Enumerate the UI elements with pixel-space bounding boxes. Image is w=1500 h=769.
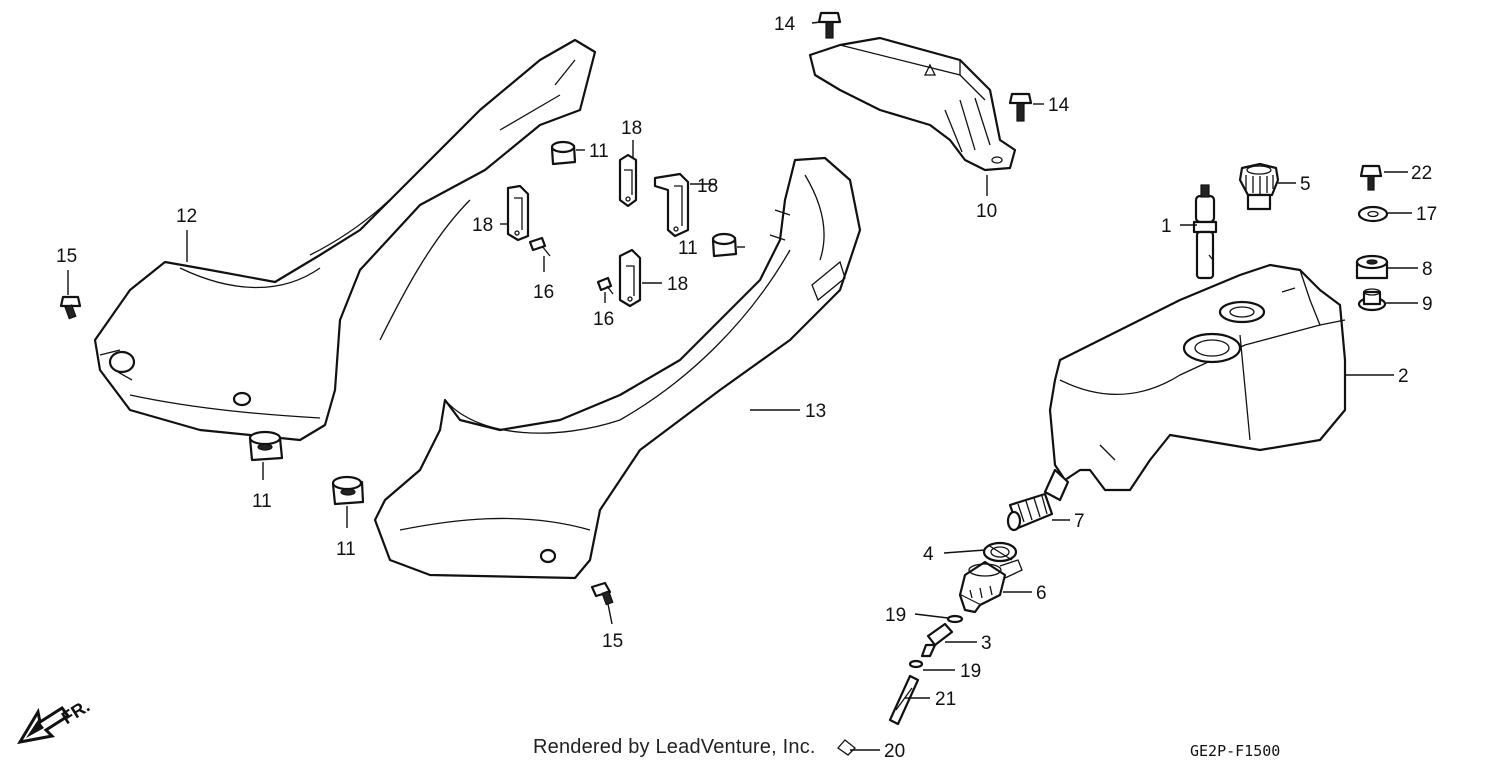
part-13-right-side-cover[interactable]	[373, 156, 862, 580]
part-18-clip-c[interactable]	[506, 184, 530, 242]
callout-12: 12	[176, 206, 197, 227]
part-10-bracket[interactable]	[808, 36, 1017, 172]
callout-18-c: 18	[472, 215, 493, 236]
callout-6: 6	[1036, 583, 1047, 604]
callout-8: 8	[1422, 259, 1433, 280]
part-11-grommet-d[interactable]	[331, 475, 365, 506]
leader-lines	[67, 21, 1418, 751]
part-11-grommet-c[interactable]	[248, 430, 284, 462]
rendered-by-credit: Rendered by LeadVenture, Inc.	[533, 736, 816, 758]
callout-20: 20	[884, 741, 905, 762]
part-8-grommet[interactable]	[1355, 254, 1389, 280]
callout-labels: 14 14 10 1 5 2 22 17 8 9 7 4 6 19 3 19 2…	[56, 14, 1437, 762]
callout-9: 9	[1422, 294, 1433, 315]
part-14-bolt-right[interactable]	[1008, 92, 1033, 122]
part-7-strainer[interactable]	[1006, 492, 1054, 532]
part-21-fuel-tube[interactable]	[888, 674, 920, 726]
callout-10: 10	[976, 201, 997, 222]
callout-4: 4	[923, 544, 934, 565]
part-20-clip[interactable]	[837, 739, 856, 756]
part-19-o-ring-upper[interactable]	[946, 614, 964, 624]
part-16-screw-b[interactable]	[596, 276, 614, 295]
callout-11-a: 11	[589, 141, 609, 162]
diagram-code: GE2P-F1500	[1190, 742, 1281, 760]
callout-2: 2	[1398, 366, 1409, 387]
part-18-clip-d[interactable]	[618, 248, 642, 308]
callout-14-top: 14	[774, 14, 796, 35]
callout-18-a: 18	[621, 118, 642, 139]
callout-11-c: 11	[252, 491, 272, 512]
part-4-packing[interactable]	[982, 541, 1018, 563]
callout-16-b: 16	[593, 309, 614, 330]
part-22-bolt[interactable]	[1359, 164, 1383, 191]
part-5-fuel-cap[interactable]	[1238, 162, 1280, 211]
part-18-clip-b[interactable]	[653, 172, 690, 238]
callout-15-bottom: 15	[602, 631, 623, 652]
callout-7: 7	[1074, 511, 1085, 532]
part-1-fuel-gauge[interactable]	[1192, 184, 1218, 280]
callout-5: 5	[1300, 174, 1311, 195]
callout-14-right: 14	[1048, 95, 1070, 116]
part-16-screw-a[interactable]	[528, 236, 551, 257]
part-14-bolt-top[interactable]	[817, 11, 842, 39]
callout-11-b: 11	[678, 238, 698, 259]
callout-16-a: 16	[533, 282, 554, 303]
part-11-grommet-a[interactable]	[550, 140, 577, 166]
callout-19-lower: 19	[960, 661, 981, 682]
front-direction-arrow-icon: FR.	[16, 696, 93, 745]
part-15-bolt-left[interactable]	[59, 295, 82, 320]
callout-18-b: 18	[697, 176, 718, 197]
part-11-grommet-b[interactable]	[711, 232, 738, 258]
callout-21: 21	[935, 689, 956, 710]
front-direction-label: FR.	[58, 696, 93, 728]
part-12-left-side-cover[interactable]	[93, 38, 597, 442]
callout-22: 22	[1411, 163, 1432, 184]
callout-3: 3	[981, 633, 992, 654]
part-2-fuel-tank[interactable]	[1043, 263, 1347, 502]
part-15-bolt-bottom[interactable]	[590, 581, 614, 606]
part-19-o-ring-lower[interactable]	[908, 659, 924, 669]
callout-1: 1	[1161, 216, 1172, 237]
part-17-washer[interactable]	[1357, 205, 1389, 223]
callout-13: 13	[805, 401, 826, 422]
part-18-clip-a[interactable]	[618, 153, 638, 208]
callout-17: 17	[1416, 204, 1437, 225]
part-6-fuel-valve[interactable]	[958, 559, 1023, 614]
callout-18-d: 18	[667, 274, 688, 295]
callout-11-d: 11	[336, 539, 356, 560]
part-9-collar[interactable]	[1357, 288, 1387, 312]
part-3-fuel-joint[interactable]	[920, 622, 954, 658]
callout-19-upper: 19	[885, 605, 906, 626]
callout-15-left: 15	[56, 246, 77, 267]
